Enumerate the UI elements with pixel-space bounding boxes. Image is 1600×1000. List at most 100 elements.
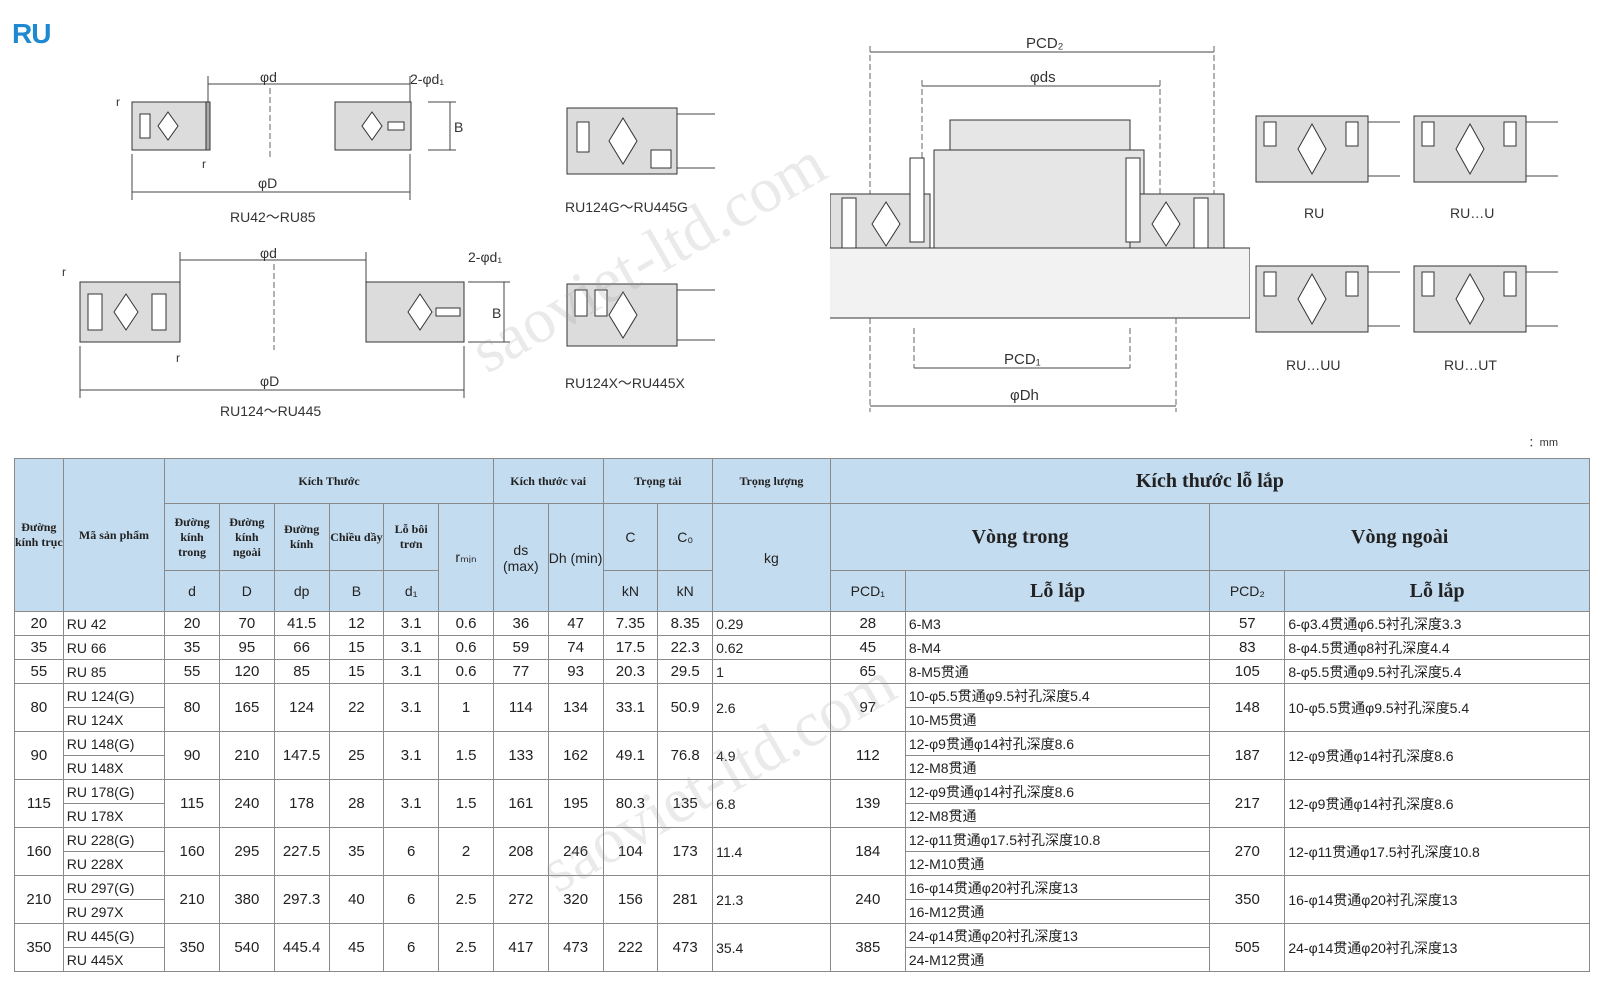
cell-Dh: 47: [547, 611, 604, 636]
ds-label: φds: [1030, 69, 1056, 86]
diagram-type-ru-uu: RU…UU: [1255, 265, 1400, 373]
cell-pcd1: 184: [829, 827, 906, 876]
cell-r: 2.5: [438, 923, 494, 972]
cell-C0: 135: [657, 779, 714, 828]
cell-shaft: 35: [14, 635, 64, 660]
cell-kg: 2.6: [712, 683, 831, 732]
cell-code: RU 228X: [62, 851, 166, 876]
cell-D: 295: [218, 827, 275, 876]
cell-outer-hole: 12-φ9贯通φ14衬孔深度8.6: [1284, 731, 1590, 780]
cell-dp: 445.4: [273, 923, 330, 972]
cell-outer-hole: 8-φ5.5贯通φ9.5衬孔深度5.4: [1284, 659, 1590, 684]
cell-r: 0.6: [438, 659, 494, 684]
cell-dp: 85: [273, 659, 330, 684]
cell-pcd2: 83: [1209, 635, 1286, 660]
cell-d: 35: [164, 635, 220, 660]
cell-outer-hole: 24-φ14贯通φ20衬孔深度13: [1284, 923, 1590, 972]
diagram-caption: RU42～RU85: [230, 209, 316, 225]
cell-pcd1: 385: [829, 923, 906, 972]
cell-d1: 6: [383, 827, 440, 876]
diagram-caption: RU124G～RU445G: [565, 199, 688, 215]
cell-pcd2: 505: [1209, 923, 1286, 972]
cell-B: 35: [328, 827, 385, 876]
header-code: Mã sản phẩm: [62, 458, 166, 612]
cell-kg: 0.29: [712, 611, 831, 636]
header-shoulder: Kích thước vai: [492, 458, 604, 504]
cell-Dh: 74: [547, 635, 604, 660]
cell-B: 28: [328, 779, 385, 828]
header-shaft: Đường kính trục: [14, 458, 64, 612]
cell-r: 2.5: [438, 875, 494, 924]
cell-d: 80: [164, 683, 220, 732]
cell-r: 2: [438, 827, 494, 876]
header-row-3: d D dp B d₁ kN kN PCD₁ Lỗ lắp PCD₂ Lỗ lắ…: [15, 570, 1590, 612]
cell-code: RU 178X: [62, 803, 166, 828]
cell-code: RU 178(G): [62, 779, 166, 804]
header-width: Chiều dầy: [328, 503, 385, 571]
cell-pcd1: 65: [829, 659, 906, 684]
cell-C0: 473: [657, 923, 714, 972]
cell-inner-hole: 16-φ14贯通φ20衬孔深度13: [904, 875, 1211, 900]
cell-Dh: 93: [547, 659, 604, 684]
cell-d1: 3.1: [383, 683, 440, 732]
header-kg: kg: [712, 503, 831, 612]
header-inner-ring: Vòng trong: [829, 503, 1211, 571]
dim-d-label: φd: [260, 245, 277, 261]
cell-Dh: 162: [547, 731, 604, 780]
cell-inner-hole: 24-φ14贯通φ20衬孔深度13: [904, 923, 1211, 948]
cell-code: RU 445X: [62, 947, 166, 972]
cell-Dh: 195: [547, 779, 604, 828]
cell-inner-hole: 12-φ11贯通φ17.5衬孔深度10.8: [904, 827, 1211, 852]
cell-kg: 4.9: [712, 731, 831, 780]
cell-D: 380: [218, 875, 275, 924]
cell-kg: 21.3: [712, 875, 831, 924]
pcd1-label: PCD₁: [1004, 351, 1041, 368]
cell-inner-hole: 12-M10贯通: [904, 851, 1211, 876]
header-rmin: rₘᵢₙ: [438, 503, 494, 612]
cell-inner-hole: 10-φ5.5贯通φ9.5衬孔深度5.4: [904, 683, 1211, 708]
diagram-caption: RU124X～RU445X: [565, 375, 685, 391]
cell-outer-hole: 10-φ5.5贯通φ9.5衬孔深度5.4: [1284, 683, 1590, 732]
cell-C: 49.1: [602, 731, 659, 780]
cell-B: 40: [328, 875, 385, 924]
cell-d: 90: [164, 731, 220, 780]
cell-code: RU 297(G): [62, 875, 166, 900]
cell-D: 120: [218, 659, 275, 684]
header-load: Trọng tải: [602, 458, 714, 504]
diagram-mounting: PCD₂ φds PCD₁ φDh: [830, 35, 1250, 412]
pcd2-label: PCD₂: [1026, 35, 1064, 52]
radius-label: r: [116, 95, 120, 109]
dim-d-label: φd: [260, 69, 277, 85]
header-mount: Kích thước lỗ lắp: [829, 458, 1591, 504]
cell-pcd2: 148: [1209, 683, 1286, 732]
header-kn-c0: kN: [657, 570, 714, 612]
diagram-type-ru: RU: [1255, 115, 1400, 221]
cell-C: 80.3: [602, 779, 659, 828]
cell-code: RU 124(G): [62, 683, 166, 708]
cell-shaft: 55: [14, 659, 64, 684]
header-sym-d: d: [164, 570, 220, 612]
cell-inner-hole: 12-M8贯通: [904, 803, 1211, 828]
cell-inner-hole: 10-M5贯通: [904, 707, 1211, 732]
cell-inner-hole: 6-M3: [904, 611, 1211, 636]
cell-ds: 59: [492, 635, 549, 660]
diagram-caption: RU124～RU445: [220, 403, 321, 419]
diagram-ru124x: RU124X～RU445X: [565, 283, 715, 391]
header-c0: C₀: [657, 503, 714, 571]
cell-d1: 6: [383, 923, 440, 972]
cell-d1: 3.1: [383, 635, 440, 660]
header-dh: Dh (min): [547, 503, 604, 612]
cell-dp: 297.3: [273, 875, 330, 924]
cell-r: 0.6: [438, 611, 494, 636]
cell-C: 7.35: [602, 611, 659, 636]
dim-bigd-label: φD: [258, 175, 277, 191]
cell-C: 156: [602, 875, 659, 924]
cell-B: 22: [328, 683, 385, 732]
cell-code: RU 445(G): [62, 923, 166, 948]
cell-code: RU 124X: [62, 707, 166, 732]
